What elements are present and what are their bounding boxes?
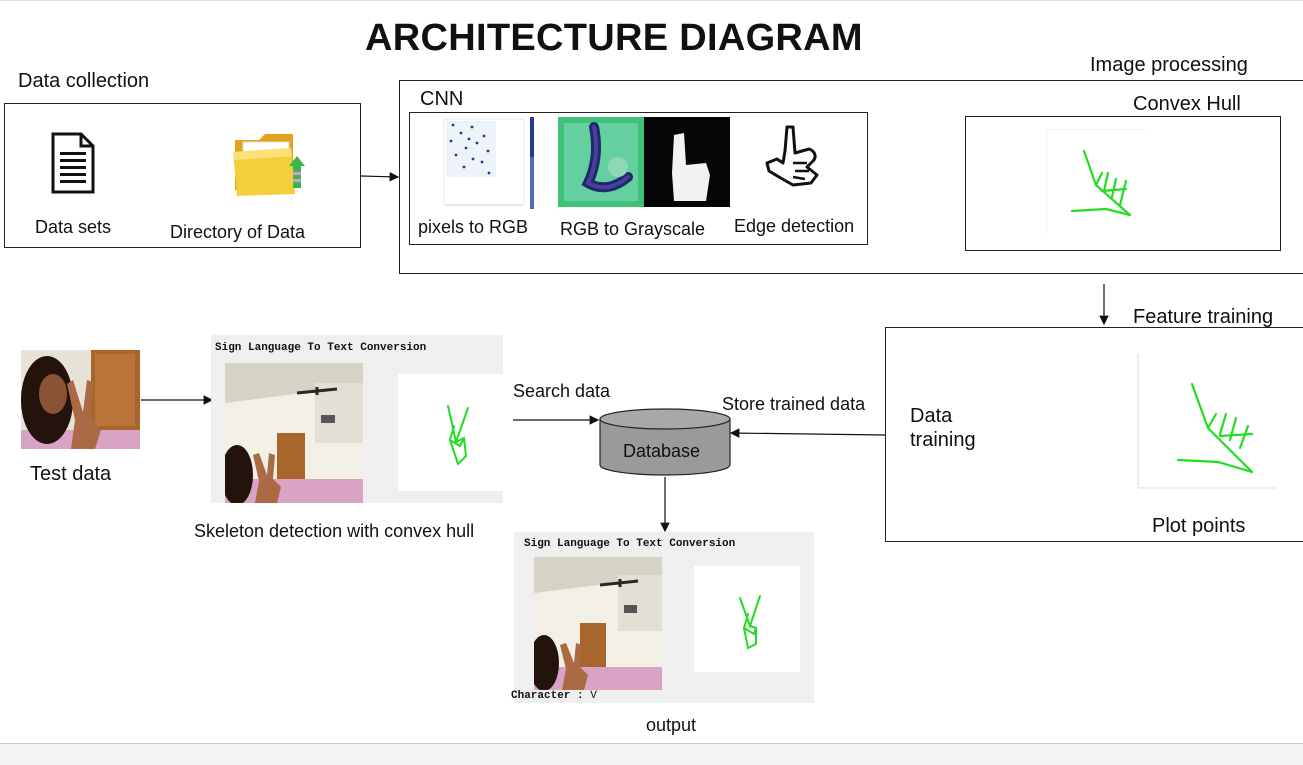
data-collection-box: Data sets Directory of Data <box>4 103 361 248</box>
store-trained-data-label: Store trained data <box>722 394 866 414</box>
folder-icon <box>231 130 311 200</box>
skeleton-detection-screenshot: Sign Language To Text Conversion <box>211 335 503 503</box>
plot-points-thumbnail <box>1126 348 1276 494</box>
plot-points-label: Plot points <box>1152 515 1246 537</box>
convex-hull-label: Convex Hull <box>1133 93 1241 115</box>
skeleton-camera-feed <box>225 363 363 503</box>
output-camera-feed <box>534 557 662 690</box>
output-character-readout: Character : V <box>511 690 597 702</box>
output-window-title: Sign Language To Text Conversion <box>524 538 736 550</box>
output-label: output <box>646 715 697 735</box>
skeleton-detection-label: Skeleton detection with convex hull <box>194 521 475 541</box>
rgb-heatmap-thumbnail <box>558 117 644 207</box>
feature-training-label: Feature training <box>1133 306 1274 328</box>
edge-detection-label: Edge detection <box>734 216 855 236</box>
arrow-collection-to-cnn <box>360 171 400 182</box>
hand-sign-icon <box>763 123 823 189</box>
pixels-to-rgb-label: pixels to RGB <box>418 217 529 237</box>
data-training-label: Data training <box>910 405 976 451</box>
data-collection-label: Data collection <box>18 70 150 92</box>
cnn-label: CNN <box>420 88 464 110</box>
cnn-box: pixels to RGB RGB to Grayscale Edge d <box>409 112 868 245</box>
directory-label: Directory of Data <box>170 222 306 242</box>
database-cylinder <box>598 407 732 477</box>
rgb-to-grayscale-label: RGB to Grayscale <box>560 219 706 239</box>
test-data-label: Test data <box>30 463 112 485</box>
diagram-canvas: ARCHITECTURE DIAGRAM Data collection <box>0 0 1303 744</box>
feature-training-box: Data training Plot points <box>885 327 1303 542</box>
output-character-value: V <box>590 690 597 702</box>
data-sets-label: Data sets <box>35 217 112 237</box>
image-processing-label: Image processing <box>1090 54 1248 76</box>
output-hand-panel <box>694 566 800 672</box>
output-screenshot: Sign Language To Text Conversion <box>511 532 814 703</box>
scatter-thumbnail <box>436 117 540 213</box>
skeleton-window-title: Sign Language To Text Conversion <box>215 342 427 354</box>
grayscale-thumbnail <box>644 117 730 207</box>
search-data-label: Search data <box>513 381 611 401</box>
hull-skeleton-thumbnail <box>1046 129 1146 233</box>
convex-hull-box <box>965 116 1281 251</box>
test-data-photo <box>21 350 140 449</box>
arrow-feature-to-database <box>729 428 886 438</box>
document-icon <box>51 132 95 194</box>
skeleton-hand-panel <box>398 374 503 491</box>
output-character-label: Character : <box>511 690 584 702</box>
page-title: ARCHITECTURE DIAGRAM <box>365 17 863 59</box>
database-label: Database <box>623 441 701 461</box>
